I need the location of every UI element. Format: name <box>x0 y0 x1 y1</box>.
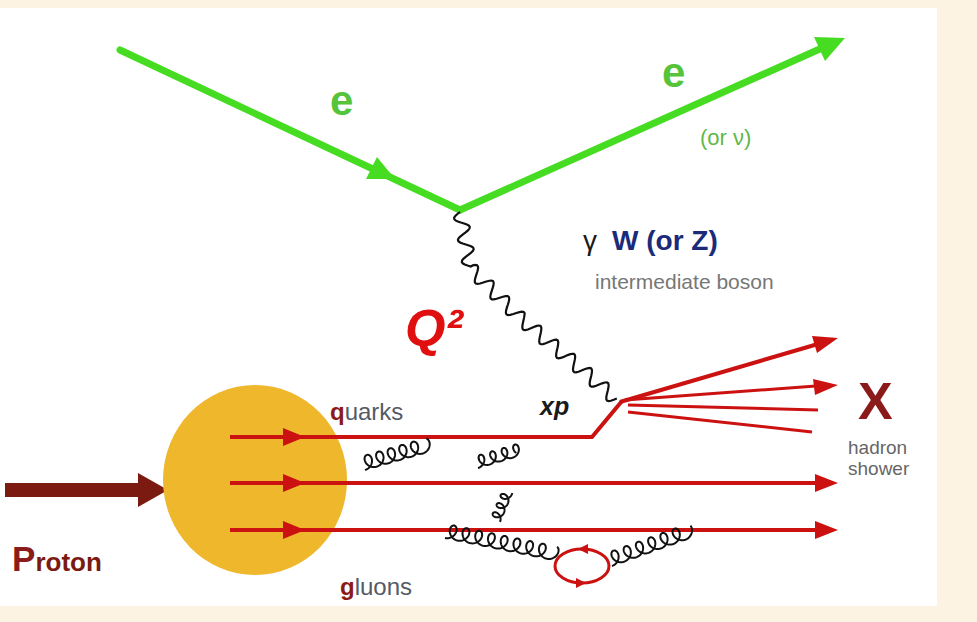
hadron-line <box>628 405 818 410</box>
momentum-fraction-label: xp <box>540 393 569 421</box>
outgoing-electron <box>460 48 822 210</box>
gluon-coil <box>493 493 513 522</box>
quark-arrowhead <box>815 474 838 492</box>
momentum-transfer-label: Q² <box>405 300 463 357</box>
quark-loop <box>555 549 609 583</box>
hadron-arrowhead <box>813 379 838 395</box>
quarks-label: quarks <box>330 399 403 425</box>
loop-arrowhead <box>578 544 588 554</box>
loop-arrowhead <box>576 578 586 588</box>
proton-arrow <box>5 483 142 497</box>
quark-line <box>230 528 818 532</box>
gluons-label: gluons <box>340 574 412 600</box>
quark-arrowhead <box>283 428 305 446</box>
white-panel <box>0 8 937 606</box>
electron-arrowhead <box>814 37 845 61</box>
electron-arrowhead <box>366 157 395 179</box>
gluon-coil <box>478 445 519 468</box>
quark-arrowhead <box>283 521 305 539</box>
quark-line <box>230 481 818 485</box>
boson-caption: intermediate boson <box>595 270 774 293</box>
hadron-line <box>625 386 816 400</box>
gluon-coil <box>365 438 430 470</box>
particle-label: e <box>330 78 353 124</box>
boson-label: γ <box>583 226 597 257</box>
quark-arrowhead <box>815 521 838 539</box>
hadron-line <box>628 412 812 432</box>
boson-label: W (or Z) <box>612 226 718 257</box>
hadron-line <box>620 344 818 402</box>
incoming-electron <box>120 50 460 210</box>
gluon-coil <box>611 526 692 566</box>
particle-label: e <box>662 50 685 96</box>
gluon-coil <box>445 526 559 559</box>
boson-wiggle <box>454 212 617 401</box>
boson-and-gluon-lines <box>365 212 692 566</box>
final-state-label: X <box>858 373 893 430</box>
quark-arrowhead <box>283 474 305 492</box>
final-state-caption: hadron shower <box>848 438 948 480</box>
proton-blob <box>163 385 347 575</box>
particle-note: (or ν) <box>700 126 751 150</box>
hadron-arrowhead <box>812 336 838 353</box>
proton-label: Proton <box>12 540 102 579</box>
